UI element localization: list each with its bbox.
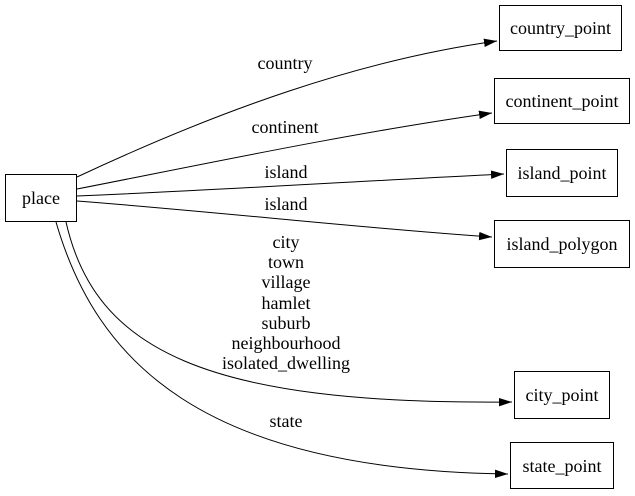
node-place: place (5, 174, 77, 222)
edge-label-line-neighbourhood: neighbourhood (231, 333, 341, 354)
edge-label-line-hamlet: hamlet (261, 292, 311, 313)
node-island-point: island_point (506, 149, 618, 197)
node-city-point: city_point (514, 371, 610, 419)
edge-label-island-polygon: island (264, 194, 308, 214)
node-continent-point: continent_point (494, 78, 630, 124)
edge-label-country: country (257, 53, 313, 73)
edge-label-state: state (269, 411, 303, 431)
edge-place-state-point (55, 221, 509, 479)
edge-label-line-town: town (267, 252, 304, 273)
edge-place-island-polygon (76, 200, 493, 241)
edge-place-country-point (76, 38, 498, 178)
node-state-point: state_point (510, 442, 614, 489)
node-island-polygon: island_polygon (494, 220, 630, 268)
edge-place-continent-point (76, 110, 493, 190)
edge-label-line-suburb: suburb (261, 312, 311, 333)
edge-label-line-city: city (272, 232, 300, 252)
edge-label-line-isolated-dwelling: isolated_dwelling (222, 353, 350, 374)
edge-label-line-village: village (261, 272, 311, 293)
edge-label-city-types: city town village hamlet suburb neighbou… (222, 232, 350, 373)
edge-label-continent: continent (251, 117, 319, 137)
edge-place-city-point (65, 221, 513, 407)
edge-label-island-point: island (264, 162, 308, 182)
node-country-point: country_point (499, 5, 622, 51)
edge-place-island-point (76, 170, 505, 197)
